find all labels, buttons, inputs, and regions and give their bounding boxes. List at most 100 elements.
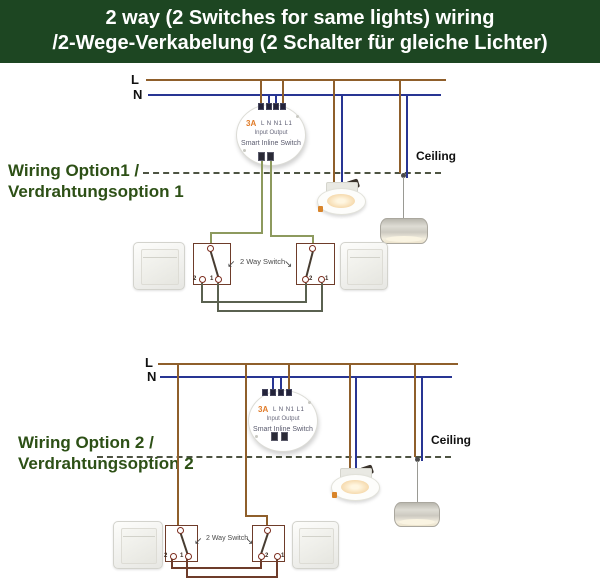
traveller-wire <box>217 283 219 312</box>
live-label-option2: L <box>145 355 153 370</box>
switch-terminal-1 <box>215 276 222 283</box>
neutral-label-option2: N <box>147 369 157 384</box>
pendant-diffuser <box>399 519 435 525</box>
ceiling-line-option1 <box>143 172 441 174</box>
rocker-seam <box>301 536 332 538</box>
terminal-number-2: 2 <box>193 276 197 282</box>
traveller-wire <box>201 283 203 303</box>
rocker-seam <box>349 257 381 259</box>
device-screw-dot <box>296 115 299 118</box>
wire-switch-green-left-drop <box>261 158 263 234</box>
wire-neutral-to-downlight2 <box>355 376 357 469</box>
ceiling-line-option2 <box>97 456 451 458</box>
option2-title: Wiring Option 2 / Verdrahtungsoption 2 <box>18 432 194 474</box>
option1-title-en: Wiring Option1 / <box>8 161 140 180</box>
rocker-seam <box>123 536 155 538</box>
option1-title: Wiring Option1 / Verdrahtungsoption 1 <box>8 160 184 202</box>
title-line-en: 2 way (2 Switches for same lights) wirin… <box>105 7 495 29</box>
wire-neutral-to-pendant2 <box>421 376 423 461</box>
downlight-spring-tab <box>318 206 323 212</box>
wire-neutral-to-downlight1 <box>341 94 343 183</box>
terminal-number-1: 1 <box>281 553 285 559</box>
wire-l1-from-device <box>282 79 284 107</box>
device-output-terminal <box>267 152 274 161</box>
wire-switch-green-left-branch <box>211 232 263 234</box>
switch-common-terminal <box>177 527 184 534</box>
title-banner: 2 way (2 Switches for same lights) wirin… <box>0 0 600 63</box>
terminal-number-1: 1 <box>325 276 329 282</box>
wall-switch-right-option1 <box>340 242 388 290</box>
traveller-wire <box>276 559 278 578</box>
wall-switch-left-option2 <box>113 521 163 569</box>
device-terminal-labels: L N N1 L1 <box>273 407 305 413</box>
wire-switch-green-right-drop <box>270 158 272 237</box>
switch-terminal-2 <box>170 553 177 560</box>
terminal-number-1: 1 <box>210 276 214 282</box>
switch-common-terminal <box>207 245 214 252</box>
switch-terminal-2 <box>199 276 206 283</box>
wire-switch-green-left-common <box>210 232 212 246</box>
wall-switch-rocker <box>299 528 334 564</box>
wire-l1-from-device <box>288 363 290 393</box>
device-rating: 3A <box>246 119 257 128</box>
switch-common-terminal <box>309 245 316 252</box>
downlight-spring-tab <box>332 492 337 498</box>
traveller-wire <box>217 310 323 312</box>
wire-live-to-right-switch <box>245 363 247 517</box>
downlight-option1 <box>316 178 368 215</box>
wire-live-to-downlight2 <box>349 363 351 469</box>
wire-switch-green-right-common <box>312 235 314 246</box>
device-screw-dot <box>243 149 246 152</box>
pendant-lamp-option1 <box>380 173 428 244</box>
pendant-diffuser <box>385 236 423 242</box>
device-io-label: Input Output <box>254 130 288 136</box>
wire-live-main-option2 <box>158 363 458 365</box>
traveller-wire <box>186 559 188 578</box>
traveller-wire <box>171 559 173 569</box>
title-line-de: /2-Wege-Verkabelung (2 Schalter für glei… <box>52 32 548 54</box>
device-terminal-l <box>258 103 264 110</box>
wire-neutral-to-device <box>272 376 274 393</box>
arrow-to-right-switch: ↘ <box>245 536 254 547</box>
device-output-terminal <box>258 152 265 161</box>
arrow-to-left-switch: ↙ <box>227 259 236 270</box>
neutral-label-option1: N <box>133 87 143 102</box>
downlight-glow <box>341 480 369 494</box>
wire-n1-from-device <box>280 376 282 393</box>
device-terminal-n <box>270 389 276 396</box>
pendant-lamp-option2 <box>394 457 442 527</box>
device-terminal-n <box>266 103 272 110</box>
device-output-terminal <box>271 432 278 441</box>
traveller-wire <box>171 567 262 569</box>
wire-live-to-pendant1 <box>399 79 401 173</box>
device-terminal-n1 <box>278 389 284 396</box>
wire-switch-green-right-branch <box>270 235 314 237</box>
traveller-wire <box>201 301 307 303</box>
device-terminal-n1 <box>273 103 279 110</box>
pendant-shade <box>380 218 428 244</box>
wire-live-right-switch-bend <box>245 515 268 517</box>
pendant-mount <box>415 457 420 462</box>
option2-title-en: Wiring Option 2 / <box>18 433 154 452</box>
wire-live-to-left-switch <box>177 363 179 530</box>
smart-inline-switch-device: 3A L N N1 L1 Input Output Smart Inline S… <box>248 390 318 452</box>
terminal-number-2: 2 <box>309 276 313 282</box>
wire-live-to-pendant2 <box>414 363 416 457</box>
pendant-cord <box>403 177 404 218</box>
device-screw-dot <box>308 401 311 404</box>
wall-switch-left-option1 <box>133 242 185 290</box>
device-io-label: Input Output <box>266 416 300 422</box>
device-output-terminal <box>281 432 288 441</box>
live-label-option1: L <box>131 72 139 87</box>
wall-switch-right-option2 <box>292 521 339 569</box>
device-terminal-l <box>262 389 268 396</box>
arrow-to-left-switch: ↙ <box>194 536 203 547</box>
device-terminal-labels: L N N1 L1 <box>261 121 293 127</box>
arrow-to-right-switch: ↘ <box>284 259 293 270</box>
rocker-seam <box>143 257 177 259</box>
pendant-mount <box>401 173 406 178</box>
ceiling-label-option1: Ceiling <box>416 149 457 163</box>
wall-switch-rocker <box>120 528 158 564</box>
wire-neutral-main-option1 <box>148 94 441 96</box>
terminal-number-2: 2 <box>265 553 269 559</box>
